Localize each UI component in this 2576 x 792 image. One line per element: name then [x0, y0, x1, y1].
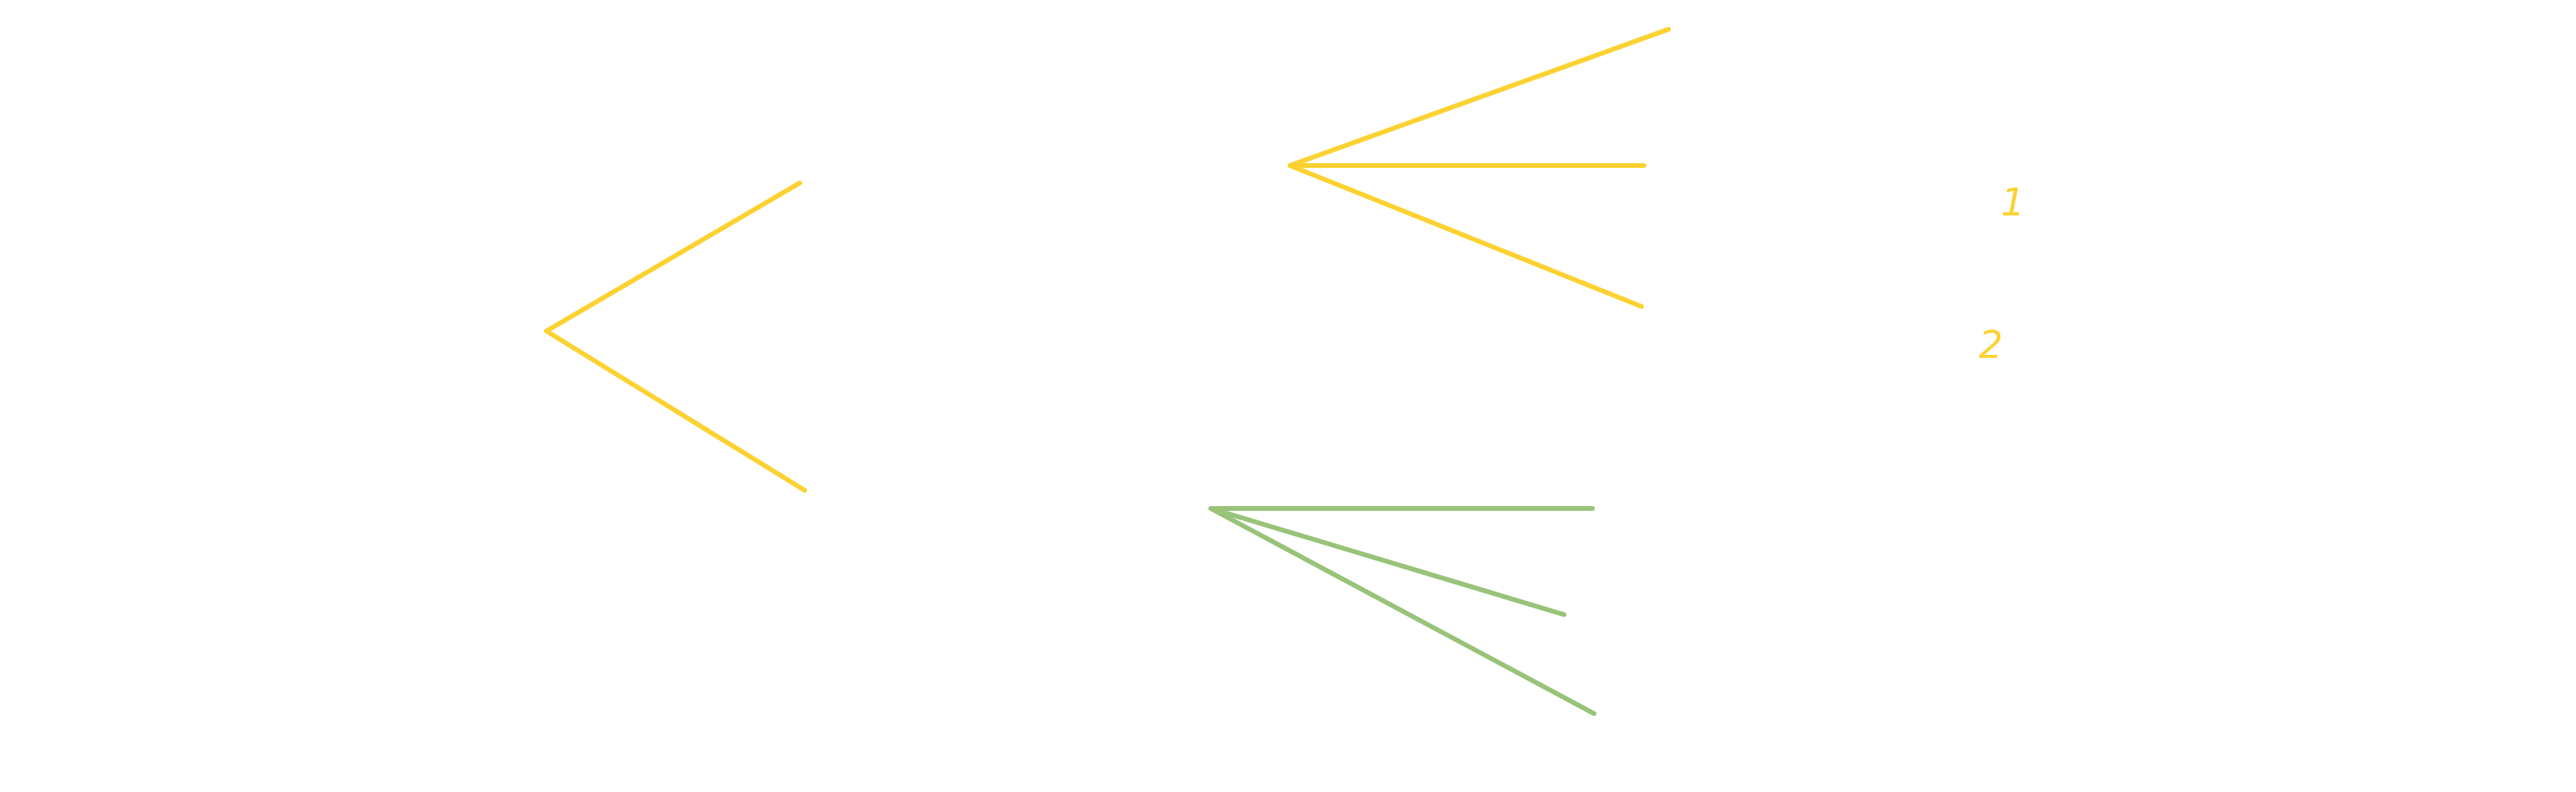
label-two: 2 [1979, 323, 2003, 367]
yellow-fan-bottom-stroke [1288, 163, 1644, 309]
left-chevron-lower-stroke [544, 329, 807, 493]
green-fan-bottom-stroke [1208, 506, 1596, 716]
left-chevron [544, 181, 807, 493]
yellow-fan-top-stroke [1288, 27, 1671, 168]
label-one: 1 [2001, 181, 2026, 225]
green-fan-middle-stroke [1208, 506, 1566, 617]
green-fan [1208, 506, 1596, 716]
left-chevron-upper-stroke [544, 181, 802, 333]
yellow-fan [1288, 27, 1671, 309]
